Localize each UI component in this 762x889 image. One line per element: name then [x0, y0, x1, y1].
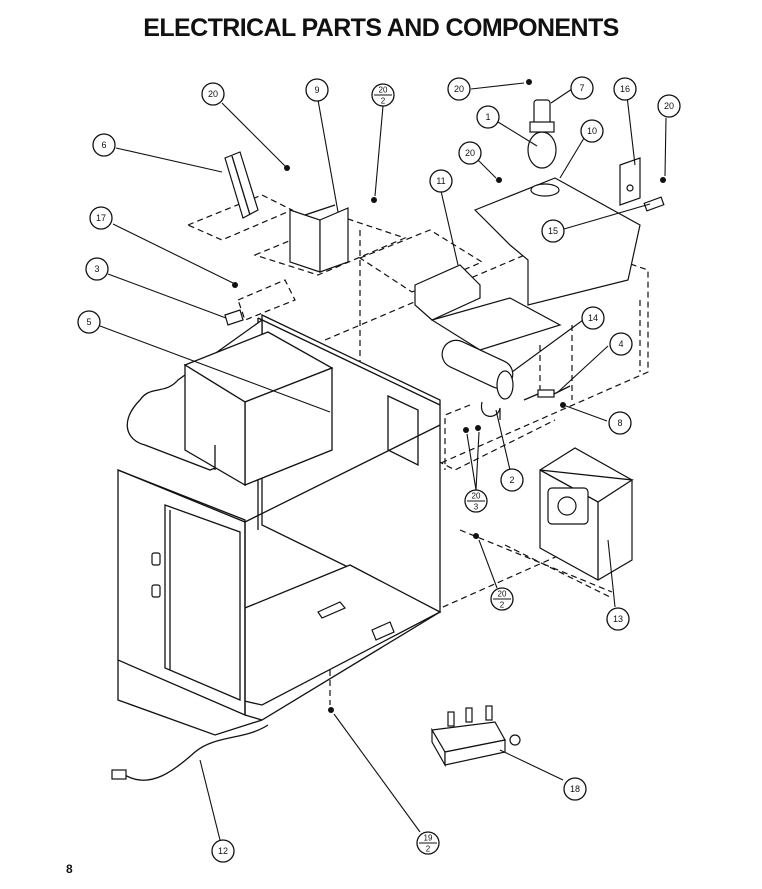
callout-label: 6 [101, 140, 106, 150]
callout-17: 17 [89, 206, 113, 230]
callout-bottom: 2 [426, 845, 431, 854]
part-11-bracket [414, 264, 562, 351]
callout-20-c: 20 [447, 77, 471, 101]
callout-top: 20 [379, 86, 388, 95]
callout-top: 20 [498, 590, 507, 599]
callout-label: 7 [579, 83, 584, 93]
callout-20-e: 20 [458, 141, 482, 165]
callout-9: 9 [305, 78, 329, 102]
callout-3: 3 [85, 257, 109, 281]
part-6-plate [224, 151, 259, 219]
callout-16: 16 [613, 77, 637, 101]
part-18-terminal [431, 705, 521, 768]
callout-label: 18 [570, 784, 580, 794]
callout-label: 2 [509, 475, 514, 485]
callout-label: 20 [465, 148, 475, 158]
callout-label: 8 [617, 418, 622, 428]
part-4-diode [523, 385, 571, 401]
callout-label: 14 [588, 313, 598, 323]
callout-label: 20 [208, 89, 218, 99]
leader-lines [99, 82, 667, 841]
callout-1: 1 [476, 105, 500, 129]
callout-label: 20 [664, 101, 674, 111]
callout-label: 11 [436, 176, 445, 186]
part-15-fuse [643, 196, 665, 212]
callout-12: 12 [211, 839, 235, 863]
part-9-bracket [289, 204, 349, 273]
callout-7: 7 [570, 76, 594, 100]
callout-13: 13 [606, 607, 630, 631]
callout-label: 9 [314, 85, 319, 95]
screws [232, 79, 666, 713]
part-3-clip [224, 309, 244, 326]
callout-4: 4 [609, 332, 633, 356]
callout-label: 5 [86, 317, 91, 327]
callout-label: 16 [620, 84, 630, 94]
callout-20-over-2-b: 202 [490, 587, 514, 611]
callout-top: 19 [424, 834, 433, 843]
callout-label: 15 [548, 226, 558, 236]
callout-20-over-3: 203 [464, 489, 488, 513]
part-12-cord [111, 724, 269, 781]
callout-2: 2 [500, 468, 524, 492]
callout-label: 12 [218, 846, 228, 856]
callout-label: 13 [613, 614, 623, 624]
callout-bottom: 3 [474, 503, 479, 512]
cabinet-frame [117, 313, 442, 736]
callout-label: 20 [454, 84, 464, 94]
callout-bottom: 2 [500, 601, 505, 610]
callout-6: 6 [92, 133, 116, 157]
callout-label: 17 [96, 213, 106, 223]
callout-label: 1 [485, 112, 490, 122]
callout-20-a: 20 [201, 82, 225, 106]
callout-label: 10 [587, 126, 597, 136]
callout-label: 3 [94, 264, 99, 274]
callout-14: 14 [581, 306, 605, 330]
part-2-bracket [480, 401, 501, 420]
part-16-bracket [619, 157, 641, 206]
callout-15: 15 [541, 219, 565, 243]
callout-19-over-2: 192 [416, 831, 440, 855]
callout-5: 5 [77, 310, 101, 334]
part-13-transformer [539, 447, 634, 581]
part-14-capacitor [441, 339, 514, 400]
callout-10: 10 [580, 119, 604, 143]
callout-18: 18 [563, 777, 587, 801]
callout-top: 20 [472, 492, 481, 501]
callout-8: 8 [608, 411, 632, 435]
callout-11: 11 [429, 169, 453, 193]
page-number: 8 [66, 862, 73, 876]
callout-20-over-2-a: 202 [371, 83, 395, 107]
page-title: ELECTRICAL PARTS AND COMPONENTS [143, 14, 619, 42]
callout-20-d: 20 [657, 94, 681, 118]
callout-bottom: 2 [381, 97, 386, 106]
part-1-bulb [527, 99, 557, 169]
callout-label: 4 [618, 339, 623, 349]
